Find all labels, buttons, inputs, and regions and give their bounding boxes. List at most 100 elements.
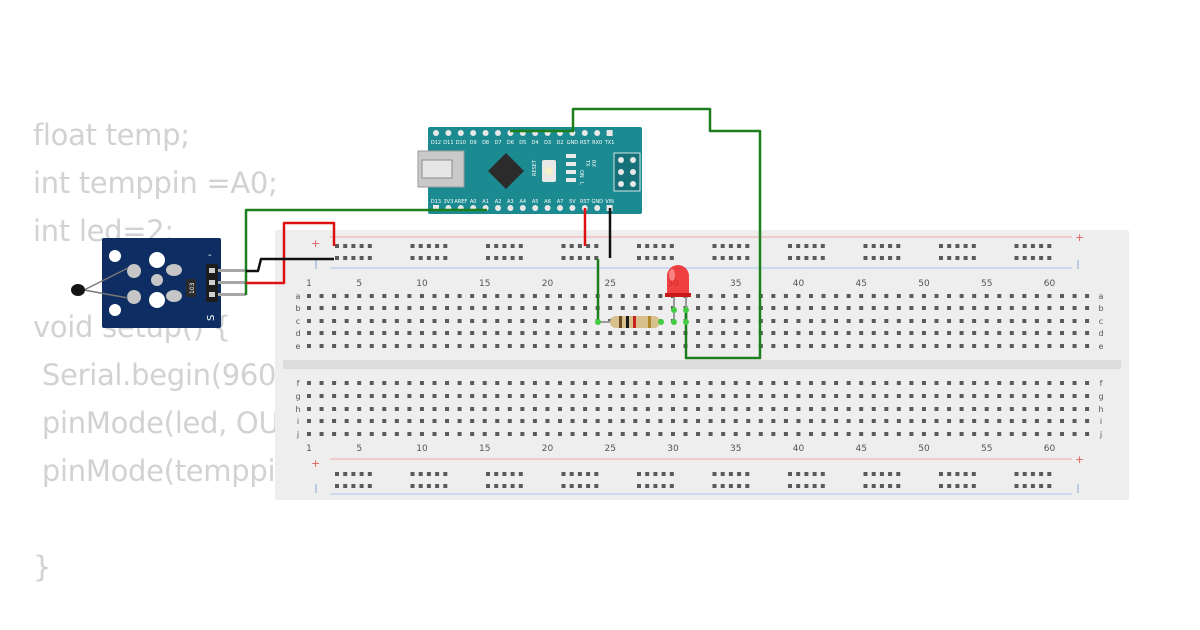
breadboard-hole[interactable] — [972, 331, 977, 335]
breadboard-hole[interactable] — [645, 331, 650, 335]
breadboard-hole[interactable] — [959, 419, 964, 423]
rail-hole[interactable] — [486, 256, 490, 260]
rail-hole[interactable] — [820, 256, 825, 260]
red-led[interactable] — [665, 265, 691, 325]
breadboard-hole[interactable] — [796, 294, 801, 298]
breadboard-hole[interactable] — [1047, 432, 1052, 436]
breadboard-hole[interactable] — [871, 306, 876, 310]
breadboard-hole[interactable] — [357, 344, 362, 348]
breadboard-hole[interactable] — [758, 432, 763, 436]
breadboard-hole[interactable] — [419, 331, 424, 335]
breadboard-hole[interactable] — [959, 319, 964, 323]
breadboard-hole[interactable] — [909, 407, 914, 411]
rail-hole[interactable] — [653, 256, 658, 260]
breadboard-hole[interactable] — [1009, 306, 1014, 310]
breadboard-hole[interactable] — [871, 319, 876, 323]
breadboard-hole[interactable] — [608, 344, 613, 348]
rail-hole[interactable] — [645, 256, 650, 260]
breadboard-hole[interactable] — [1072, 319, 1077, 323]
breadboard-hole[interactable] — [332, 294, 337, 298]
breadboard-hole[interactable] — [507, 294, 512, 298]
breadboard-hole[interactable] — [1060, 432, 1064, 436]
rail-hole[interactable] — [888, 484, 893, 488]
rail-hole[interactable] — [577, 472, 582, 476]
nano-pin[interactable] — [606, 130, 613, 136]
breadboard-hole[interactable] — [1047, 344, 1052, 348]
breadboard-hole[interactable] — [947, 432, 952, 436]
breadboard-hole[interactable] — [570, 331, 575, 335]
breadboard-hole[interactable] — [1047, 306, 1052, 310]
breadboard-hole[interactable] — [432, 381, 437, 385]
breadboard-hole[interactable] — [645, 344, 650, 348]
rail-hole[interactable] — [594, 244, 599, 248]
breadboard-hole[interactable] — [984, 306, 989, 310]
breadboard-hole[interactable] — [921, 419, 926, 423]
breadboard-hole[interactable] — [821, 394, 826, 398]
breadboard-hole[interactable] — [1072, 306, 1077, 310]
breadboard-hole[interactable] — [859, 381, 864, 385]
rail-hole[interactable] — [896, 244, 901, 248]
breadboard-hole[interactable] — [583, 407, 588, 411]
breadboard-hole[interactable] — [307, 294, 311, 298]
breadboard-hole[interactable] — [332, 306, 337, 310]
breadboard-hole[interactable] — [369, 294, 374, 298]
nano-pin[interactable] — [532, 205, 539, 211]
breadboard-hole[interactable] — [783, 331, 788, 335]
breadboard-hole[interactable] — [733, 331, 738, 335]
breadboard-hole[interactable] — [407, 306, 412, 310]
breadboard-hole[interactable] — [896, 306, 901, 310]
rail-hole[interactable] — [820, 484, 825, 488]
breadboard-hole[interactable] — [470, 432, 475, 436]
breadboard-hole[interactable] — [470, 419, 475, 423]
breadboard-hole[interactable] — [871, 331, 876, 335]
breadboard-hole[interactable] — [407, 419, 412, 423]
temperature-sensor-module[interactable]: 103 - S — [71, 238, 246, 328]
breadboard-hole[interactable] — [507, 319, 512, 323]
breadboard-hole[interactable] — [909, 294, 914, 298]
breadboard-hole[interactable] — [407, 344, 412, 348]
rail-hole[interactable] — [963, 256, 968, 260]
breadboard-hole[interactable] — [783, 419, 788, 423]
breadboard-hole[interactable] — [507, 419, 512, 423]
rail-hole[interactable] — [812, 472, 817, 476]
breadboard-hole[interactable] — [708, 381, 713, 385]
breadboard-hole[interactable] — [445, 319, 450, 323]
rail-hole[interactable] — [577, 484, 582, 488]
breadboard-hole[interactable] — [583, 344, 588, 348]
breadboard-hole[interactable] — [357, 419, 362, 423]
wire-d2-led[interactable] — [510, 107, 762, 360]
breadboard-hole[interactable] — [457, 394, 462, 398]
rail-hole[interactable] — [586, 256, 591, 260]
breadboard-hole[interactable] — [432, 407, 437, 411]
breadboard-hole[interactable] — [319, 381, 324, 385]
breadboard-hole[interactable] — [696, 394, 701, 398]
breadboard-hole[interactable] — [1085, 294, 1090, 298]
rail-hole[interactable] — [351, 472, 356, 476]
breadboard-hole[interactable] — [645, 381, 650, 385]
breadboard-hole[interactable] — [470, 381, 475, 385]
breadboard-hole[interactable] — [1009, 344, 1014, 348]
breadboard-hole[interactable] — [307, 407, 311, 411]
breadboard-hole[interactable] — [997, 381, 1002, 385]
breadboard-hole[interactable] — [583, 381, 588, 385]
rail-hole[interactable] — [367, 484, 372, 488]
breadboard-hole[interactable] — [394, 419, 399, 423]
breadboard-hole[interactable] — [972, 381, 977, 385]
breadboard-hole[interactable] — [419, 407, 424, 411]
breadboard-hole[interactable] — [809, 319, 813, 323]
rail-hole[interactable] — [1022, 256, 1027, 260]
rail-hole[interactable] — [661, 484, 666, 488]
breadboard-hole[interactable] — [432, 344, 437, 348]
breadboard-hole[interactable] — [997, 331, 1002, 335]
breadboard-hole[interactable] — [419, 419, 424, 423]
breadboard-hole[interactable] — [796, 319, 801, 323]
rail-hole[interactable] — [410, 484, 415, 488]
breadboard-hole[interactable] — [520, 432, 525, 436]
breadboard-hole[interactable] — [583, 319, 588, 323]
breadboard-hole[interactable] — [921, 294, 926, 298]
breadboard-hole[interactable] — [746, 394, 751, 398]
breadboard-hole[interactable] — [545, 331, 550, 335]
rail-hole[interactable] — [728, 256, 733, 260]
breadboard-hole[interactable] — [821, 419, 826, 423]
nano-pin[interactable] — [507, 205, 514, 211]
